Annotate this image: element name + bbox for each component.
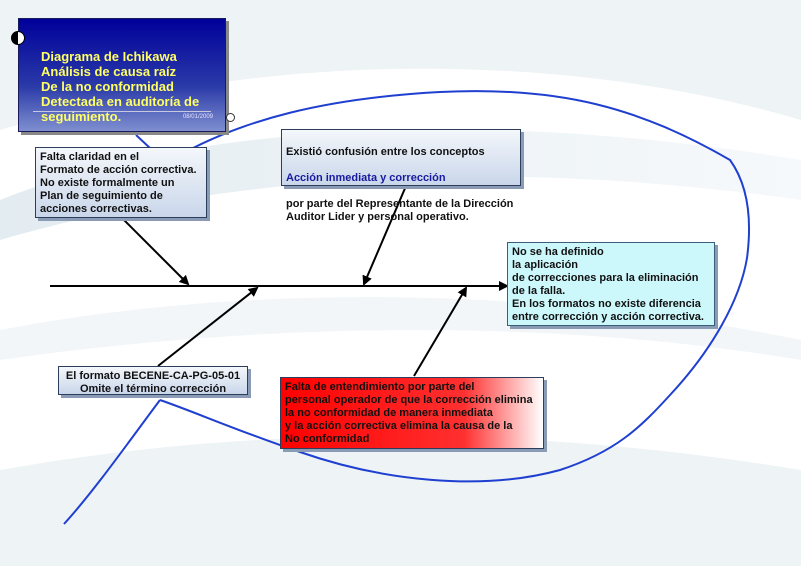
cause-top-middle-line1: Existió confusión entre los conceptos: [286, 146, 485, 158]
cause-bottom-left: El formato BECENE-CA-PG-05-01 Omite el t…: [58, 366, 248, 395]
cause-top-middle-highlight: Acción inmediata y corrección: [286, 172, 446, 184]
fish-upper-outline: [159, 90, 750, 483]
fish-tail-line: [63, 399, 161, 525]
title-ring-right: [226, 113, 235, 122]
bone-bottom-left: [157, 286, 259, 367]
title-divider: [33, 111, 211, 112]
diagram-title: Diagrama de Ichikawa Análisis de causa r…: [41, 49, 200, 124]
title-date: 08/01/2009: [182, 114, 213, 120]
cause-bottom-right: Falta de entendimiento por parte del per…: [280, 377, 544, 449]
title-half-circle-icon: [11, 31, 25, 45]
cause-top-left: Falta claridad en el Formato de acción c…: [35, 147, 207, 218]
cause-top-middle: Existió confusión entre los conceptos Ac…: [281, 129, 521, 223]
cause-top-middle-line3: por parte del Representante de la Direcc…: [286, 198, 514, 223]
bone-bottom-right: [413, 286, 468, 377]
bone-top-middle: [362, 185, 407, 286]
diagram-title-box: Diagrama de Ichikawa Análisis de causa r…: [18, 18, 226, 132]
effect-box: No se ha definido la aplicación de corre…: [507, 242, 715, 326]
bone-top-left: [121, 217, 190, 286]
